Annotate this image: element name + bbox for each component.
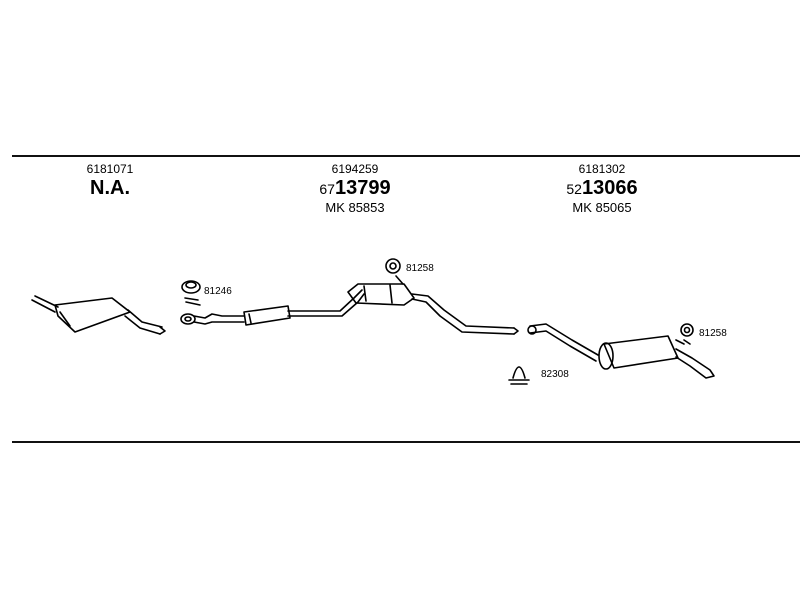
part-code: 13799	[334, 177, 391, 199]
top-divider	[12, 155, 800, 157]
front-silencer	[31, 295, 166, 335]
column-middle: 6194259 6713799 MK 85853	[300, 163, 410, 214]
middle-silencer	[347, 275, 519, 335]
part-number: 6181302	[578, 162, 626, 176]
mk-number: MK 85065	[572, 200, 632, 215]
mk-number: MK 85853	[325, 200, 385, 215]
callout-clamp: 82308	[541, 369, 569, 380]
column-rear: 6181302 5213066 MK 85065	[547, 163, 657, 214]
bottom-divider	[12, 441, 800, 443]
front-pipe	[180, 289, 365, 326]
callout-mount-middle: 81258	[406, 263, 434, 274]
column-front: 6181071 N.A.	[60, 163, 160, 198]
code-prefix: 52	[566, 181, 582, 197]
rear-silencer	[527, 323, 715, 379]
part-code: 13066	[581, 177, 638, 199]
callout-mount-rear: 81258	[699, 328, 727, 339]
part-code: N.A.	[90, 177, 130, 199]
callout-mount-front: 81246	[204, 286, 232, 297]
mount-rear-icon	[680, 323, 694, 345]
mount-front-icon	[181, 280, 201, 306]
part-number: 6181071	[86, 162, 134, 176]
code-prefix: 67	[319, 181, 335, 197]
mount-middle-icon	[385, 258, 401, 274]
part-number: 6194259	[331, 162, 379, 176]
clamp-icon	[508, 366, 530, 385]
